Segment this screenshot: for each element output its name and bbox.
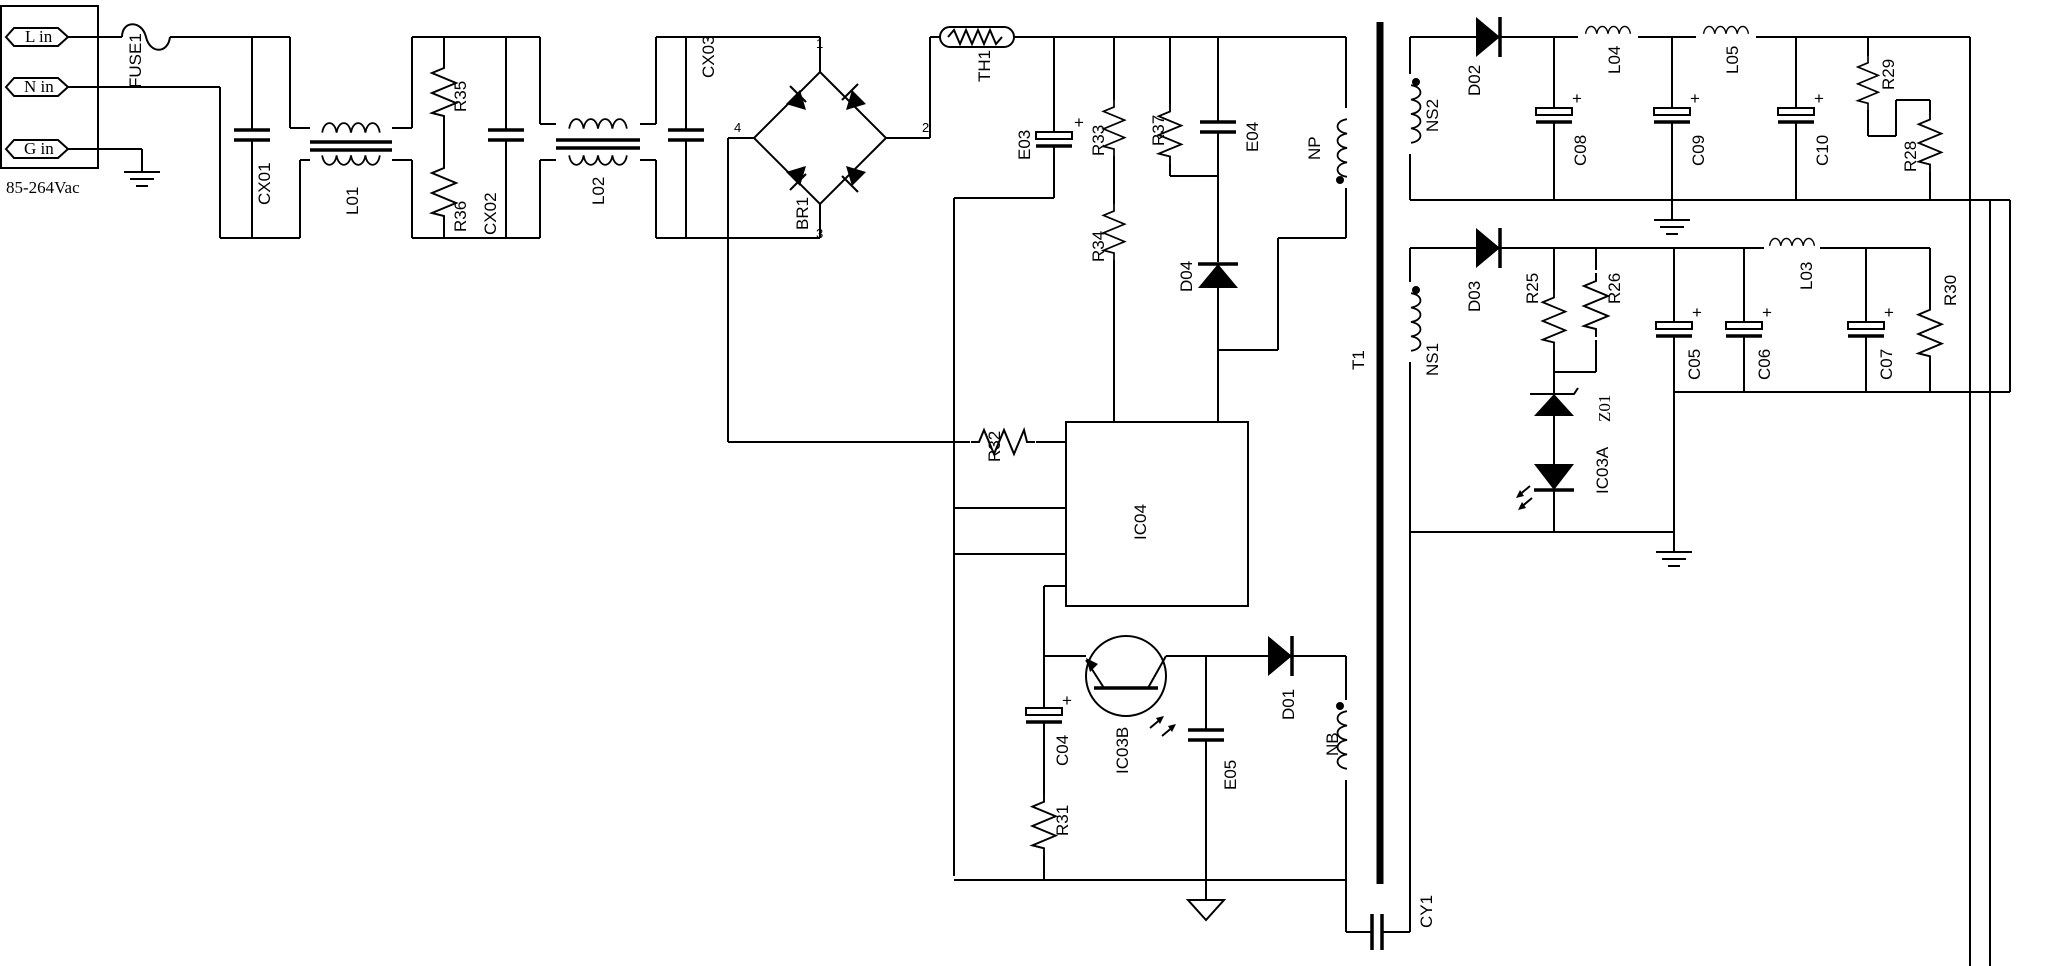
input-wiring <box>68 23 300 239</box>
cx02-label: CX02 <box>481 192 500 235</box>
br1-pin2: 2 <box>922 120 929 135</box>
startup-resistors <box>1102 37 1126 422</box>
e03-plus: + <box>1074 113 1084 132</box>
fuse1-label: FUSE1 <box>126 33 145 88</box>
r25-label: R25 <box>1523 273 1542 304</box>
r37-label: R37 <box>1149 115 1168 146</box>
r32-label: R32 <box>985 431 1004 462</box>
br1-pin4: 4 <box>734 120 741 135</box>
cx01-label: CX01 <box>255 162 274 205</box>
capacitor-cx02 <box>488 37 524 238</box>
c07-label: C07 <box>1877 349 1896 380</box>
r29-label: R29 <box>1879 59 1898 90</box>
r36-label: R36 <box>451 201 470 232</box>
e05-label: E05 <box>1221 760 1240 790</box>
th1-label: TH1 <box>975 50 994 82</box>
terminal-l-in: L in <box>4 27 70 47</box>
capacitor-c04 <box>1025 656 1063 880</box>
d01-label: D01 <box>1279 689 1298 720</box>
br1-label: BR1 <box>793 197 812 230</box>
c06-label: C06 <box>1755 349 1774 380</box>
d04-label: D04 <box>1177 261 1196 292</box>
r26-label: R26 <box>1605 273 1624 304</box>
l04-label: L04 <box>1605 46 1624 74</box>
fuse-symbol <box>121 23 171 51</box>
c09-plus: + <box>1690 89 1700 108</box>
input-terminal-block: L in N in G in 85-264Vac <box>0 5 99 197</box>
r33-label: R33 <box>1089 125 1108 156</box>
r31-label: R31 <box>1053 805 1072 836</box>
e03-label: E03 <box>1015 130 1034 160</box>
primary-ground-rail <box>954 532 1411 950</box>
c05-plus: + <box>1692 303 1702 322</box>
l01-label: L01 <box>343 187 362 215</box>
secondary-ns1 <box>1409 200 2010 966</box>
r30-label: R30 <box>1941 275 1960 306</box>
capacitor-e05 <box>1185 656 1227 922</box>
ic03b-label: IC03B <box>1113 727 1132 774</box>
ic04-label: IC04 <box>1131 504 1150 540</box>
c07-plus: + <box>1884 303 1894 322</box>
terminal-l-in-label: L in <box>25 27 53 46</box>
c06-plus: + <box>1762 303 1772 322</box>
t1-label: T1 <box>1349 350 1368 370</box>
secondary-ns2 <box>1409 17 2011 966</box>
np-label: NP <box>1305 136 1324 160</box>
c05-label: C05 <box>1685 349 1704 380</box>
diode-d01 <box>1268 636 1294 676</box>
nb-label: NB <box>1323 732 1342 756</box>
terminal-n-in: N in <box>4 77 70 97</box>
c04-plus: + <box>1062 691 1072 710</box>
capacitor-cx01 <box>234 37 270 238</box>
ns2-label: NS2 <box>1423 99 1442 132</box>
cy1-label: CY1 <box>1417 895 1436 928</box>
optocoupler-transistor-ic03b <box>1044 635 1346 737</box>
auxiliary-winding-nb <box>1336 656 1349 880</box>
br1-pin3: 3 <box>816 226 823 241</box>
controller-ic04 <box>728 421 1249 656</box>
d02-label: D02 <box>1465 65 1484 96</box>
c10-plus: + <box>1814 89 1824 108</box>
e04-label: E04 <box>1243 122 1262 152</box>
common-mode-choke-l02 <box>539 37 657 238</box>
c09-label: C09 <box>1689 135 1708 166</box>
thermistor-th1 <box>930 26 1346 48</box>
ns1-label: NS1 <box>1423 343 1442 376</box>
capacitor-cx03 <box>656 36 820 239</box>
r28-label: R28 <box>1901 141 1920 172</box>
c08-plus: + <box>1572 89 1582 108</box>
bleeder-resistors <box>412 36 540 239</box>
input-voltage-label: 85-264Vac <box>6 178 80 197</box>
c08-label: C08 <box>1571 135 1590 166</box>
snubber-network <box>1157 37 1346 422</box>
r35-label: R35 <box>451 81 470 112</box>
c04-label: C04 <box>1053 735 1072 766</box>
l05-label: L05 <box>1723 46 1742 74</box>
c10-label: C10 <box>1813 135 1832 166</box>
ic03a-label: IC03A <box>1593 446 1612 494</box>
bridge-rectifier-br1 <box>727 37 931 442</box>
terminal-g-in: G in <box>4 139 70 159</box>
cx03-label: CX03 <box>699 35 718 78</box>
z01-label: Z01 <box>1595 395 1614 422</box>
br1-pin1: 1 <box>816 36 823 51</box>
r34-label: R34 <box>1089 231 1108 262</box>
capacitor-e03 <box>953 37 1073 876</box>
l02-label: L02 <box>589 177 608 205</box>
d03-label: D03 <box>1465 281 1484 312</box>
l03-label: L03 <box>1797 262 1816 290</box>
common-mode-choke-l01 <box>252 36 413 238</box>
terminal-g-in-label: G in <box>24 139 54 158</box>
terminal-n-in-label: N in <box>24 77 54 96</box>
primary-winding-np <box>1336 37 1349 238</box>
